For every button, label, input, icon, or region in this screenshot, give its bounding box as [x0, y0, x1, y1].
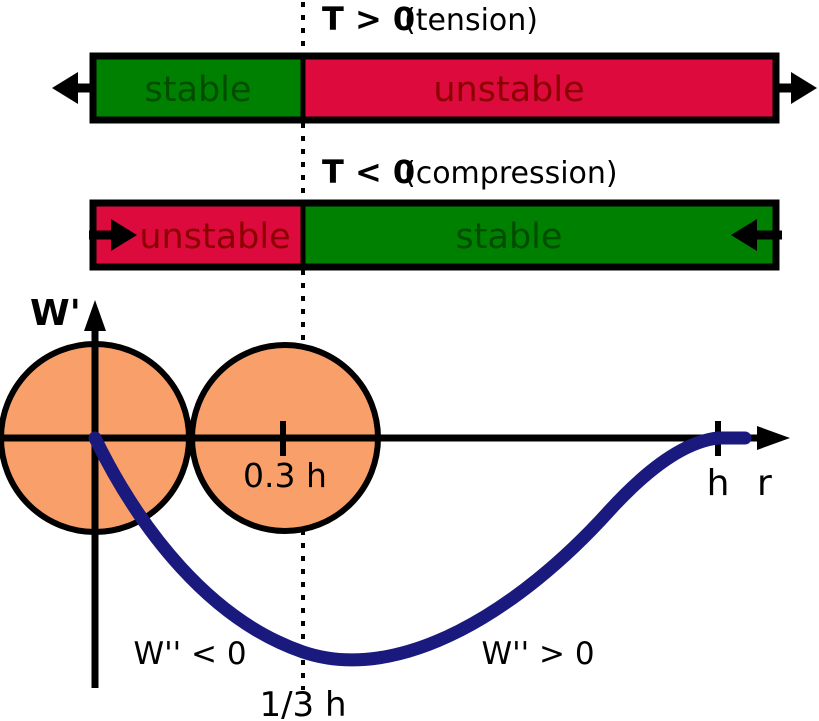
compression-unstable-label: unstable	[139, 217, 290, 257]
compression-bar-title-bold: T < 0	[322, 153, 415, 191]
region-label-left: W'' < 0	[133, 636, 246, 672]
compression-right-arrow-icon	[731, 219, 782, 251]
tension-bar-outline	[89, 52, 780, 124]
tension-left-arrow-icon	[52, 72, 93, 104]
compression-stable-label: stable	[456, 217, 563, 257]
tension-right-arrow-icon	[776, 72, 817, 104]
plot-group: W' r 0.3 h h W'' < 0 W'' > 0 1/3 h	[0, 293, 790, 721]
tension-bar-title-plain: (tension)	[404, 3, 538, 38]
x-axis	[0, 426, 790, 450]
tension-unstable-label: unstable	[433, 70, 584, 110]
dotted-line-label: 1/3 h	[259, 685, 346, 721]
tension-unstable-segment	[303, 56, 776, 120]
tension-stable-segment	[93, 56, 303, 120]
compression-stable-segment	[303, 203, 776, 267]
compression-bar-group: T < 0 (compression) unstable stable	[89, 153, 782, 271]
region-label-right: W'' > 0	[481, 636, 594, 672]
tension-stable-label: stable	[145, 70, 252, 110]
y-axis	[84, 300, 106, 688]
tension-bar-title-bold: T > 0	[322, 0, 415, 38]
y-axis-label: W'	[30, 293, 81, 334]
x-axis-label: r	[757, 463, 772, 504]
tick-inner-label: 0.3 h	[243, 456, 327, 495]
compression-left-arrow-icon	[89, 219, 137, 251]
tension-bar-group: T > 0 (tension) stable unstable	[52, 0, 817, 124]
compression-bar-title-plain: (compression)	[404, 156, 618, 191]
tick-outer-label: h	[707, 463, 730, 504]
w-prime-curve	[88, 431, 752, 667]
